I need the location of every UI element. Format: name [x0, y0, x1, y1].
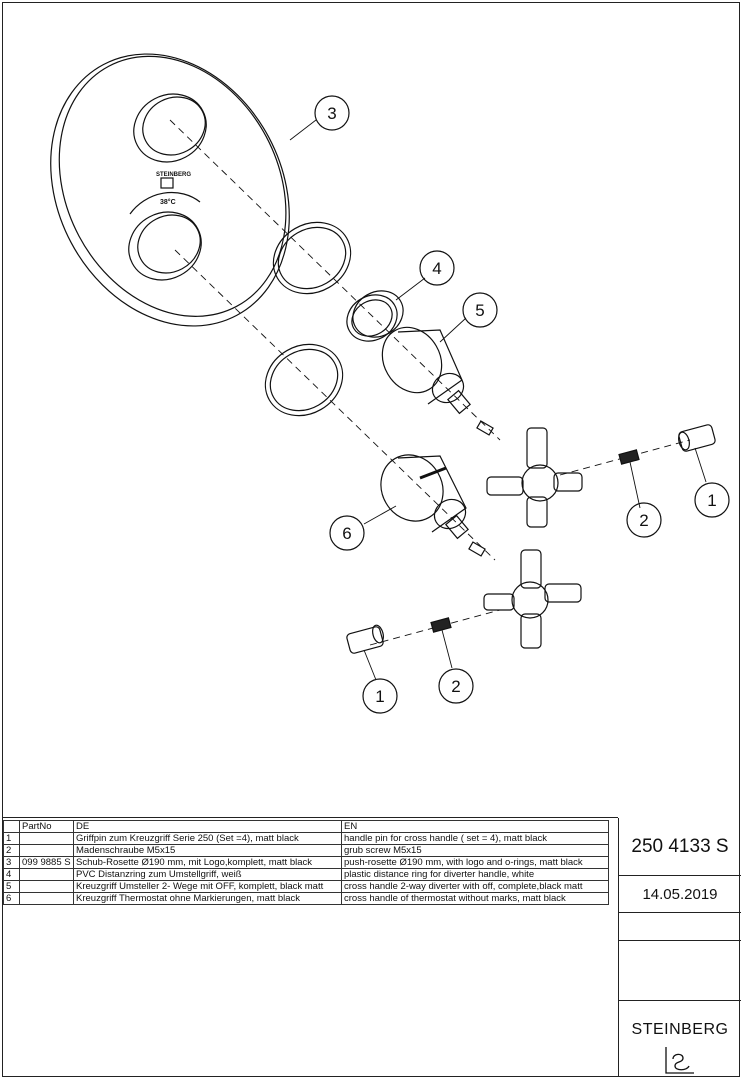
cross-handle-lower: [483, 549, 582, 649]
row-partno: [19, 880, 74, 893]
callout-label-5: 5: [475, 301, 484, 320]
row-de: Kreuzgriff Thermostat ohne Markierungen,…: [73, 892, 342, 905]
rosette-lower-hole: [128, 191, 202, 281]
distance-ring: [346, 290, 404, 342]
row-en: grub screw M5x15: [341, 844, 609, 857]
assembly-axes: [169, 119, 691, 646]
exploded-view-drawing: STEINBERG 38°C 3 4 5 6 1 2 1 2: [50, 53, 730, 714]
parts-table: PartNo DE EN 1 Griffpin zum Kreuzgriff S…: [3, 820, 609, 905]
parts-table-header: PartNo DE EN: [3, 820, 609, 833]
header-de: DE: [73, 820, 342, 833]
rosette-brand-text: STEINBERG: [156, 172, 191, 178]
steinberg-logo-icon: [665, 1047, 694, 1074]
grub-screw-lower: [430, 617, 452, 633]
callout-label-1b: 1: [375, 687, 384, 706]
header-index: [3, 820, 20, 833]
rosette-plate: [50, 53, 290, 327]
leader-lines: [289, 119, 707, 681]
o-ring-lower: [264, 343, 344, 417]
row-de: Kreuzgriff Umsteller 2- Wege mit OFF, ko…: [73, 880, 342, 893]
row-partno: [19, 832, 74, 845]
row-en: handle pin for cross handle ( set = 4), …: [341, 832, 609, 845]
row-partno: [19, 868, 74, 881]
callout-label-2b: 2: [451, 677, 460, 696]
row-index: 2: [3, 844, 20, 857]
callout-circle-4: [419, 250, 455, 286]
row-de: Madenschraube M5x15: [73, 844, 342, 857]
callout-label-3: 3: [327, 104, 336, 123]
callout-label-1a: 1: [707, 491, 716, 510]
callout-label-4: 4: [432, 259, 441, 278]
row-partno: [19, 844, 74, 857]
table-row: 4 PVC Distanzring zum Umstellgriff, weiß…: [3, 868, 609, 881]
table-row: 6 Kreuzgriff Thermostat ohne Markierunge…: [3, 892, 609, 905]
table-row: 1 Griffpin zum Kreuzgriff Serie 250 (Set…: [3, 832, 609, 845]
row-index: 3: [3, 856, 20, 869]
row-en: cross handle 2-way diverter with off, co…: [341, 880, 609, 893]
row-index: 5: [3, 880, 20, 893]
callout-label-6: 6: [342, 524, 351, 543]
brand-cell: STEINBERG: [619, 1001, 741, 1077]
row-en: push-rosette Ø190 mm, with logo and o-ri…: [341, 856, 609, 869]
callout-circle-2b: [438, 668, 474, 704]
row-index: 1: [3, 832, 20, 845]
header-en: EN: [341, 820, 609, 833]
brand-name: STEINBERG: [631, 1021, 729, 1038]
rosette-temperature-text: 38°C: [160, 198, 176, 206]
callout-circle-3: [314, 95, 350, 131]
callout-circle-1a: [694, 482, 730, 518]
title-block: 250 4133 S 14.05.2019 STEINBERG: [618, 818, 741, 1077]
table-row: 3 099 9885 S Schub-Rosette Ø190 mm, mit …: [3, 856, 609, 869]
cross-handle-upper: [486, 427, 583, 528]
rosette-upper-hole: [133, 93, 207, 163]
row-partno: 099 9885 S: [19, 856, 74, 869]
callout-circle-5: [462, 292, 498, 328]
row-de: Schub-Rosette Ø190 mm, mit Logo,komplett…: [73, 856, 342, 869]
rosette-logo-icon: [160, 177, 174, 189]
row-index: 6: [3, 892, 20, 905]
callout-circle-6: [329, 515, 365, 551]
drawing-date: 14.05.2019: [619, 876, 741, 913]
table-top-rule: [2, 817, 618, 818]
callout-circle-2a: [626, 502, 662, 538]
diverter-handle-body: [381, 326, 494, 436]
title-block-blank-cell: [619, 913, 741, 941]
row-de: Griffpin zum Kreuzgriff Serie 250 (Set =…: [73, 832, 342, 845]
header-partno: PartNo: [19, 820, 74, 833]
o-ring-upper: [272, 221, 352, 295]
handle-pin-upper: [678, 424, 716, 452]
row-en: cross handle of thermostat without marks…: [341, 892, 609, 905]
grub-screw-upper: [618, 449, 640, 465]
handle-pin-lower: [346, 624, 384, 654]
table-row: 2 Madenschraube M5x15 grub screw M5x15: [3, 844, 609, 857]
callout-circle-1b: [362, 678, 398, 714]
row-partno: [19, 892, 74, 905]
row-en: plastic distance ring for diverter handl…: [341, 868, 609, 881]
title-block-blank-cell: [619, 941, 741, 1001]
thermostat-handle-body: [380, 454, 486, 557]
row-de: PVC Distanzring zum Umstellgriff, weiß: [73, 868, 342, 881]
article-number: 250 4133 S: [619, 818, 741, 876]
row-index: 4: [3, 868, 20, 881]
table-row: 5 Kreuzgriff Umsteller 2- Wege mit OFF, …: [3, 880, 609, 893]
callout-label-2a: 2: [639, 511, 648, 530]
